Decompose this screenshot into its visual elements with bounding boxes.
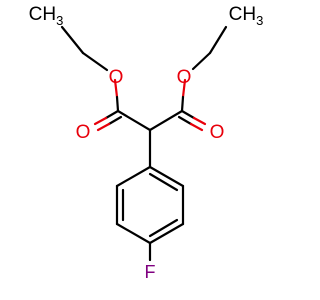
carbonyl-oxygen-left-label: O [76, 122, 91, 143]
ring-bond-top-left [115, 165, 152, 188]
bond-c-o-double-left-b-red [96, 122, 111, 132]
methyl-right-label: CH3 [229, 4, 264, 28]
bond-c-o-double-right-a [180, 109, 196, 120]
bond-c-o-double-right-a-red [192, 116, 207, 126]
ring-inner-bond-1 [148, 172, 179, 192]
bond-o-c-right-black [180, 95, 185, 113]
methyl-left-label: CH3 [29, 4, 64, 28]
bond-c-left-ch [116, 109, 152, 132]
ring-bond-bottom-left [115, 222, 152, 245]
ring-inner-bond-2 [148, 218, 179, 238]
bond-o-c-right-red [181, 78, 187, 99]
bond-ch3-ch2-right [208, 25, 228, 55]
molecule-structure: CH3 CH3 O O O O F [29, 4, 264, 282]
bond-c-o-double-left-b [107, 115, 123, 126]
bond-c-o-double-left-a [104, 109, 120, 120]
bond-o-c-left-black [115, 95, 120, 113]
carbonyl-oxygen-right-label: O [210, 122, 225, 143]
bond-o-c-left-red [113, 78, 119, 99]
ring-bond-bottom-right [148, 222, 185, 245]
bond-c-right-ch [148, 109, 184, 132]
bond-ch3-ch2-left [60, 25, 85, 55]
bond-c-o-double-right-b [177, 115, 193, 126]
bond-ch2-o-right [191, 51, 212, 71]
bond-ch2-o-left [81, 51, 109, 72]
ester-oxygen-left-label: O [109, 67, 124, 88]
bond-c-o-double-left-a-red [93, 116, 108, 126]
ester-oxygen-right-label: O [177, 67, 192, 88]
fluorine-label: F [145, 262, 156, 282]
bond-c-o-double-right-b-red [189, 122, 204, 132]
ring-bond-top-right [148, 165, 185, 188]
